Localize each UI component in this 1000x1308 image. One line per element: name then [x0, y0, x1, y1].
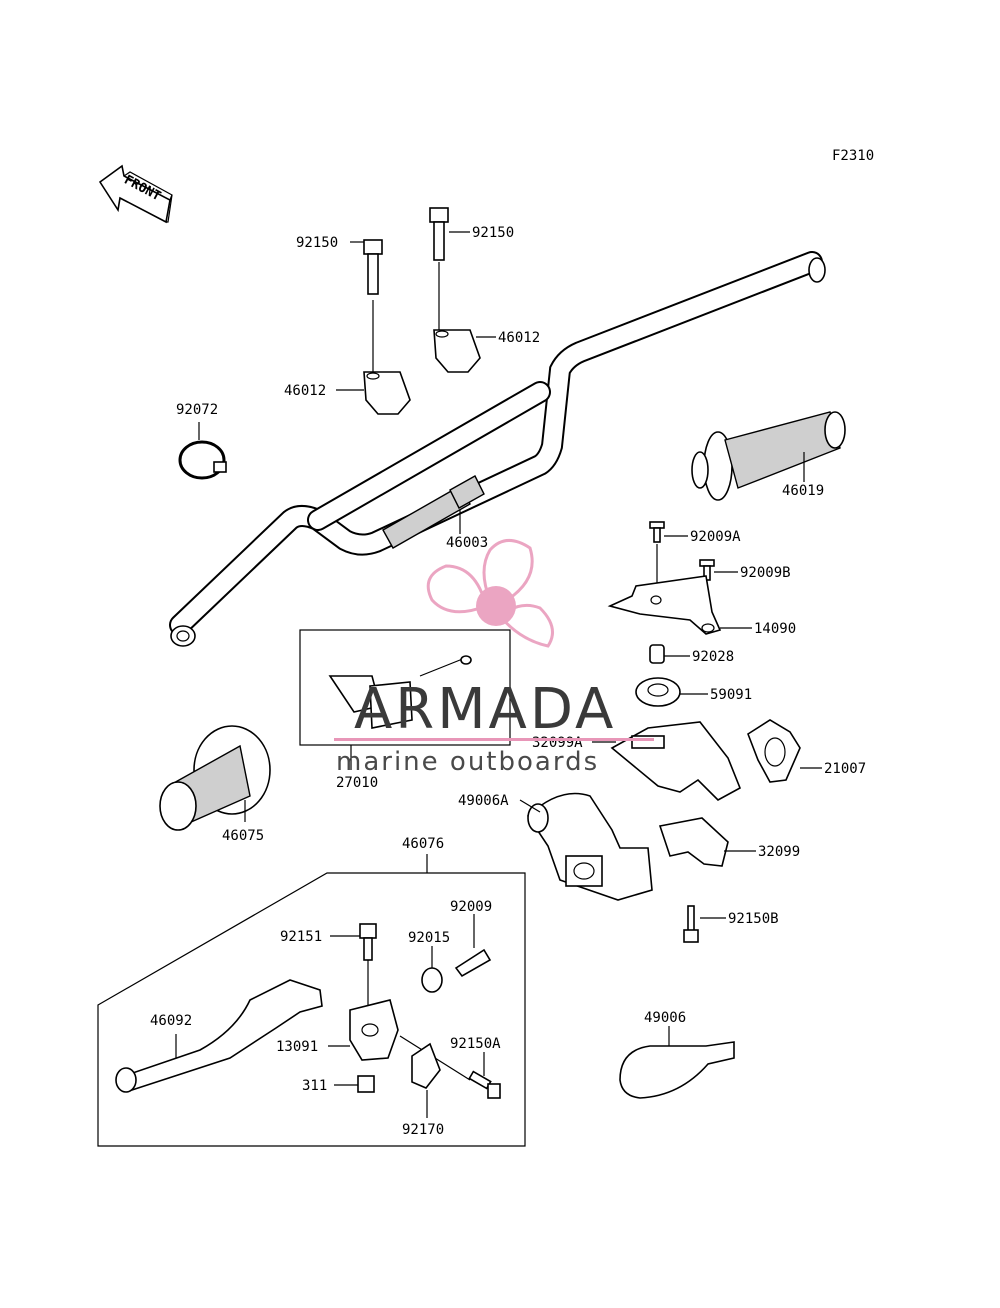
bolt-92150-left — [363, 239, 383, 372]
bolt-92150B — [683, 905, 699, 943]
bracket-13091 — [349, 999, 399, 1061]
watermark-brand: ARMADA — [354, 677, 616, 742]
watermark: ARMADA marine outboards — [334, 539, 654, 777]
bolt-92151 — [359, 923, 377, 1006]
seal-59091 — [635, 677, 681, 707]
front-arrow-icon: FRONT — [98, 164, 173, 224]
propeller-logo-icon — [426, 539, 554, 648]
label-46012-right: 46012 — [498, 330, 540, 346]
handlebar-46003 — [169, 251, 826, 647]
grip-46019 — [691, 411, 846, 501]
label-92150A: 92150A — [450, 1036, 501, 1052]
label-46003: 46003 — [446, 535, 488, 551]
nut-92015 — [421, 967, 443, 993]
label-92009A: 92009A — [690, 529, 741, 545]
label-92150-left: 92150 — [296, 235, 338, 251]
label-13091: 13091 — [276, 1039, 318, 1055]
label-32099: 32099 — [758, 844, 800, 860]
watermark-tagline: marine outboards — [336, 747, 599, 777]
throttle-49006A — [526, 792, 653, 901]
label-92009B: 92009B — [740, 565, 791, 581]
label-14090: 14090 — [754, 621, 796, 637]
grip-46075 — [159, 725, 271, 831]
cover-49006 — [619, 1026, 735, 1099]
label-92015: 92015 — [408, 930, 450, 946]
band-92072 — [178, 422, 227, 480]
label-92151: 92151 — [280, 929, 322, 945]
label-46092: 46092 — [150, 1013, 192, 1029]
label-59091: 59091 — [710, 687, 752, 703]
label-27010: 27010 — [336, 775, 378, 791]
figure-code: F2310 — [832, 148, 874, 164]
label-92072: 92072 — [176, 402, 218, 418]
label-92150B: 92150B — [728, 911, 779, 927]
label-49006A: 49006A — [458, 793, 509, 809]
cover-14090 — [607, 575, 722, 635]
collar-92028 — [649, 644, 665, 664]
leader-lines — [175, 231, 822, 1086]
lever-46092 — [115, 979, 323, 1093]
housing-32099A — [610, 721, 742, 801]
label-46019: 46019 — [782, 483, 824, 499]
label-46076: 46076 — [402, 836, 444, 852]
label-92170: 92170 — [402, 1122, 444, 1138]
switch-27010 — [299, 629, 511, 770]
label-92009: 92009 — [450, 899, 492, 915]
housing-32099 — [658, 817, 729, 867]
holder-46012-right — [433, 329, 481, 373]
assembly-46076 — [97, 854, 526, 1147]
bolt-92150-right — [429, 207, 449, 330]
pulley-21007 — [747, 719, 801, 783]
label-92150-right: 92150 — [472, 225, 514, 241]
label-21007: 21007 — [824, 761, 866, 777]
holder-46012-left — [363, 371, 411, 415]
label-92028: 92028 — [692, 649, 734, 665]
label-46075: 46075 — [222, 828, 264, 844]
label-46012-left: 46012 — [284, 383, 326, 399]
clamp-92170 — [411, 1042, 441, 1118]
label-49006: 49006 — [644, 1010, 686, 1026]
spring-92009 — [454, 948, 492, 978]
label-311: 311 — [302, 1078, 327, 1094]
nut-311 — [357, 1075, 375, 1093]
